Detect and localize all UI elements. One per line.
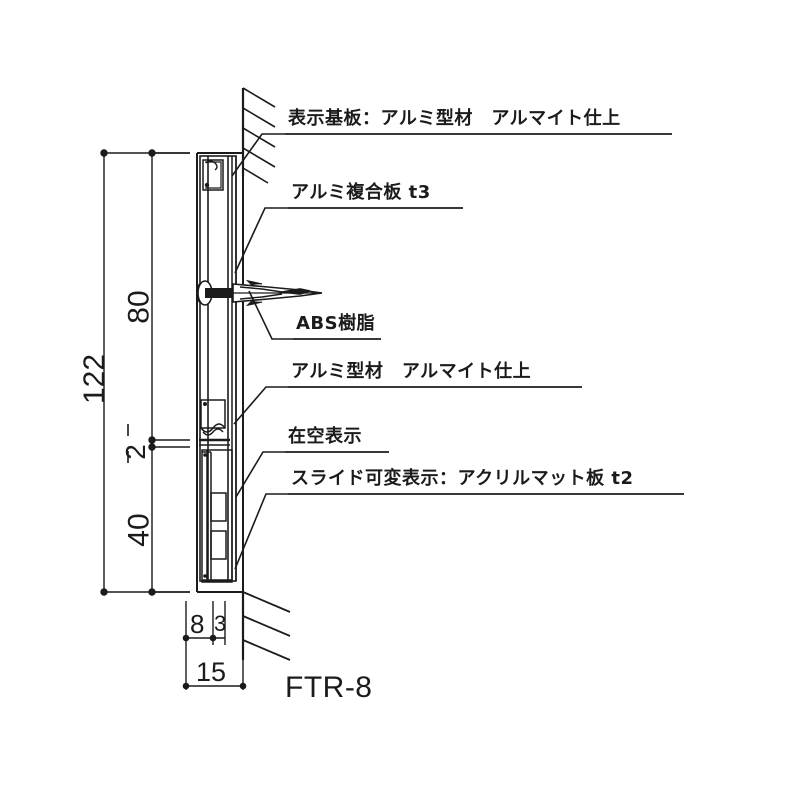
- dimension-lines-group: [100, 149, 247, 690]
- dimension-depth-overall: 15: [196, 657, 227, 687]
- annotation-aluminium-composite-panel: アルミ複合板 t3: [291, 182, 431, 203]
- wall-surface-group: [241, 87, 291, 661]
- annotation-aluminium-extrusion: アルミ型材 アルマイト仕上: [291, 361, 532, 382]
- dimension-overall-height: 122: [78, 353, 112, 405]
- dimension-gap-segment: 2: [119, 444, 151, 460]
- profile-outline-group: [196, 152, 244, 593]
- annotation-underlines-group: [285, 133, 684, 495]
- mid-profile-detail: [199, 399, 230, 446]
- annotation-abs-resin: ABS樹脂: [296, 313, 376, 334]
- upper-aluminium-extrusion: [199, 155, 237, 582]
- annotation-display-base-plate: 表示基板：アルミ型材 アルマイト仕上: [288, 108, 621, 129]
- dimension-lower-segment: 40: [122, 513, 156, 547]
- annotation-slide-variable-display: スライド可変表示：アクリルマット板 t2: [291, 468, 634, 489]
- annotation-vacancy-indicator: 在空表示: [288, 426, 362, 447]
- dimension-depth-small: 3: [214, 611, 227, 636]
- lower-slide-track: [201, 449, 233, 583]
- dimension-upper-segment: 80: [122, 290, 156, 324]
- part-code-label: FTR-8: [285, 671, 373, 704]
- dimension-depth-inner: 8: [190, 609, 205, 639]
- leader-lines-group: [231, 133, 293, 570]
- abs-resin-anchor-assembly: [196, 279, 323, 307]
